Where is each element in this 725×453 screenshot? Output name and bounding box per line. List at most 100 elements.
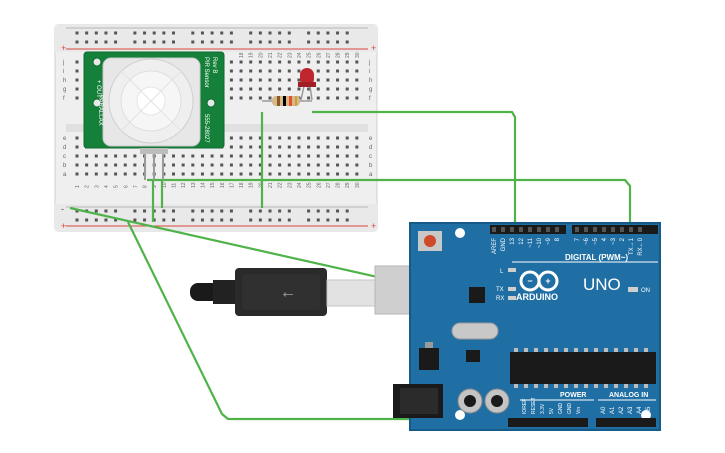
- col-label-top-30: 30: [355, 52, 361, 58]
- col-label-bottom-12: 12: [181, 182, 187, 188]
- digital-header-label: DIGITAL (PWM~): [565, 253, 628, 262]
- rail-plus-top-right: +: [371, 43, 376, 53]
- pir-title: PIR Sensor: [203, 57, 209, 88]
- col-label-bottom-22: 22: [278, 182, 284, 188]
- col-label-bottom-25: 25: [307, 182, 313, 188]
- row-label-h: h: [63, 78, 66, 84]
- row-label-j-right: j: [368, 60, 370, 66]
- pin-hole-14[interactable]: [629, 227, 633, 232]
- row-label-i-right: i: [369, 69, 370, 75]
- pin-hole-0[interactable]: [492, 227, 496, 232]
- col-label-bottom-11: 11: [172, 183, 178, 188]
- col-label-bottom-29: 29: [345, 182, 351, 188]
- rail-minus-bottom: -: [61, 204, 64, 214]
- tx-led: [508, 287, 516, 291]
- pin-label-top: ~9: [546, 237, 552, 245]
- pin-label-analog: A1: [610, 406, 616, 414]
- row-label-j: j: [62, 60, 64, 66]
- pin-hole-8[interactable]: [575, 227, 579, 232]
- col-label-bottom-2: 2: [85, 185, 91, 188]
- row-label-a: a: [63, 172, 67, 178]
- pin-hole-1[interactable]: [501, 227, 505, 232]
- pin-hole-5[interactable]: [537, 227, 541, 232]
- col-label-bottom-21: 21: [268, 182, 274, 188]
- pin-hole-7[interactable]: [555, 227, 559, 232]
- power-header-label: POWER: [560, 392, 586, 399]
- pir-rev: Rev B: [211, 57, 217, 73]
- pin-label-analog: A0: [601, 406, 607, 414]
- svg-text:+: +: [545, 276, 550, 286]
- usb-chip: [469, 287, 485, 303]
- pin-label-power: IOREF: [522, 399, 528, 414]
- usb-cable[interactable]: ⭠: [190, 265, 442, 316]
- row-label-c-right: c: [369, 154, 372, 160]
- col-label-bottom-9: 9: [152, 185, 158, 188]
- arduino-logo: − +: [519, 270, 559, 292]
- row-label-d-right: d: [369, 145, 372, 151]
- pin-hole-12[interactable]: [611, 227, 615, 232]
- pin-label-analog: A4: [637, 406, 643, 414]
- row-label-g: g: [63, 87, 66, 93]
- reset-button[interactable]: [424, 235, 436, 247]
- col-label-top-26: 26: [316, 52, 322, 58]
- rx-label: RX: [496, 296, 504, 302]
- col-label-top-20: 20: [258, 52, 264, 58]
- row-label-f-right: f: [369, 96, 371, 102]
- pin-hole-3[interactable]: [519, 227, 523, 232]
- row-label-e: e: [63, 136, 67, 142]
- pin-hole-13[interactable]: [620, 227, 624, 232]
- wire-led-to-d13[interactable]: [312, 110, 517, 232]
- row-label-f: f: [63, 96, 65, 102]
- l-label: L: [500, 269, 504, 275]
- pin-label-top: 4: [602, 237, 608, 241]
- usb-icon: ⭠: [282, 285, 293, 301]
- col-label-bottom-30: 30: [355, 182, 361, 188]
- pin-label-top: ~3: [611, 237, 617, 245]
- wire-out-to-d2[interactable]: [147, 178, 632, 232]
- pir-sensor[interactable]: + OUT PARALLAX PIR Sensor Rev B 555-2802…: [83, 51, 225, 180]
- pin-hole-15[interactable]: [638, 227, 642, 232]
- resistor[interactable]: [262, 96, 312, 106]
- pin-label-top: 12: [519, 237, 525, 244]
- crystal: [451, 322, 499, 340]
- row-label-a-right: a: [369, 172, 373, 178]
- pin-hole-11[interactable]: [602, 227, 606, 232]
- pin-label-top: ~5: [593, 237, 599, 245]
- col-label-bottom-19: 19: [249, 182, 255, 188]
- pin-label-power: RESET: [531, 397, 537, 414]
- wire-gnd-to-arduino[interactable]: [127, 221, 580, 421]
- col-label-bottom-15: 15: [210, 182, 216, 188]
- pin-hole-9[interactable]: [584, 227, 588, 232]
- col-label-bottom-5: 5: [114, 185, 120, 188]
- pin-label-power: GND: [567, 403, 573, 415]
- pin-label-top: ~6: [584, 237, 590, 245]
- col-label-bottom-27: 27: [326, 182, 332, 188]
- pin-label-top: TX→1: [629, 237, 635, 255]
- pin-hole-2[interactable]: [510, 227, 514, 232]
- red-led[interactable]: [298, 68, 316, 101]
- pir-brand: PARALLAX: [97, 95, 103, 126]
- svg-text:−: −: [527, 276, 532, 286]
- col-label-top-24: 24: [297, 52, 303, 58]
- pir-part: 555-28027: [203, 114, 209, 143]
- on-led: [628, 287, 638, 292]
- col-label-bottom-3: 3: [94, 185, 100, 188]
- pin-hole-6[interactable]: [546, 227, 550, 232]
- col-label-bottom-23: 23: [287, 182, 293, 188]
- col-label-bottom-24: 24: [297, 182, 303, 188]
- col-label-top-25: 25: [307, 52, 313, 58]
- pin-label-top: AREF: [492, 238, 498, 254]
- pin-hole-10[interactable]: [593, 227, 597, 232]
- col-label-bottom-13: 13: [191, 182, 197, 188]
- pin-label-power: Vin: [576, 407, 582, 414]
- voltage-regulator: [419, 348, 439, 370]
- pin-label-top: 2: [620, 237, 626, 241]
- row-label-g-right: g: [369, 87, 372, 93]
- arduino-brand: ARDUINO: [516, 292, 558, 302]
- pin-hole-4[interactable]: [528, 227, 532, 232]
- pin-label-top: ~10: [537, 237, 543, 248]
